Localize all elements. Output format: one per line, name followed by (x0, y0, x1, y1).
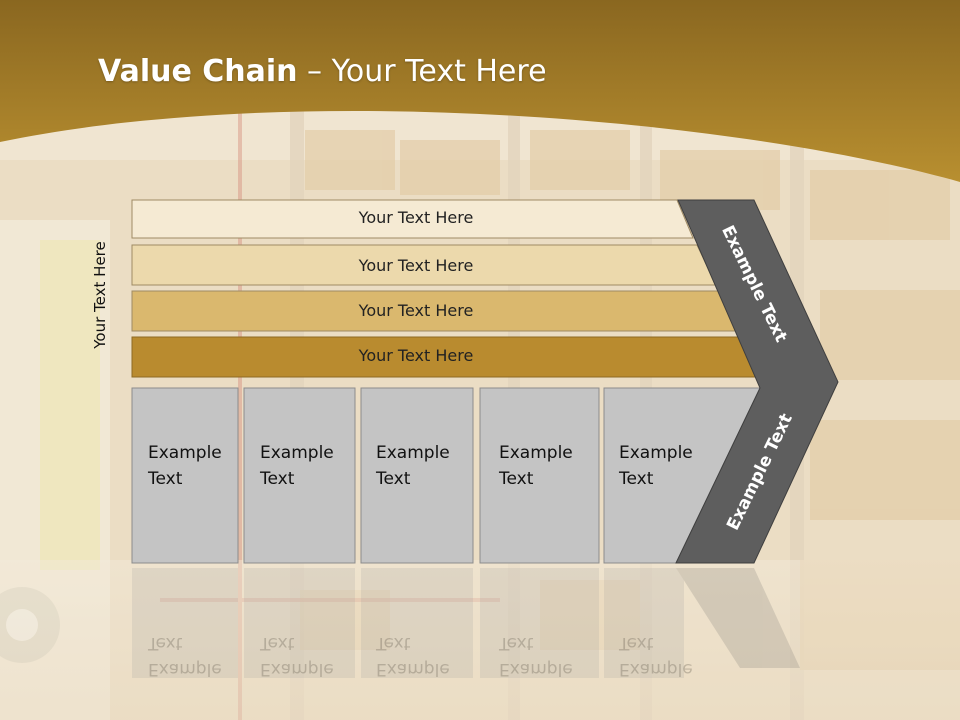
band-1-label: Your Text Here (358, 208, 474, 227)
arrowhead-chevron (675, 199, 839, 564)
vertical-label: Your Text Here (91, 241, 109, 349)
reflection (132, 568, 800, 678)
band-1 (131, 199, 694, 239)
box-1-line2: Text (148, 469, 183, 489)
box-2-line1: Example (260, 443, 334, 463)
box-1-label: Example Text (148, 440, 222, 492)
band-4-label: Your Text Here (358, 346, 474, 365)
box-4-line2: Text (499, 469, 534, 489)
box-5-line1: Example (619, 443, 693, 463)
box-4-label: Example Text (499, 440, 573, 492)
box-5-reflection-line1: Example (619, 659, 693, 679)
box-2-line2: Text (260, 469, 295, 489)
box-3-reflection: Example Text (376, 630, 450, 682)
box-4-line1: Example (499, 443, 573, 463)
slide-title: Value Chain – Your Text Here (98, 54, 547, 89)
band-2-label: Your Text Here (358, 256, 474, 275)
box-2-reflection-line1: Example (260, 659, 334, 679)
box-1 (131, 387, 239, 564)
box-3-line1: Example (376, 443, 450, 463)
box-4-reflection: Example Text (499, 630, 573, 682)
box-5-line2: Text (619, 469, 654, 489)
box-4-reflection-line1: Example (499, 659, 573, 679)
box-2-reflection-line2: Text (260, 633, 295, 653)
box-3 (360, 387, 474, 564)
box-1-line1: Example (148, 443, 222, 463)
box-1-reflection-line1: Example (148, 659, 222, 679)
box-1-reflection: Example Text (148, 630, 222, 682)
box-3-line2: Text (376, 469, 411, 489)
box-3-reflection-line1: Example (376, 659, 450, 679)
box-2 (243, 387, 356, 564)
box-2-label: Example Text (260, 440, 334, 492)
box-3-reflection-line2: Text (376, 633, 411, 653)
band-3-label: Your Text Here (358, 301, 474, 320)
box-4-reflection-line2: Text (499, 633, 534, 653)
title-rest: – Your Text Here (297, 54, 547, 89)
title-bold: Value Chain (98, 54, 298, 89)
box-5-reflection-line2: Text (619, 633, 654, 653)
box-5-reflection: Example Text (619, 630, 693, 682)
box-2-reflection: Example Text (260, 630, 334, 682)
box-3-label: Example Text (376, 440, 450, 492)
box-4 (479, 387, 600, 564)
box-5-label: Example Text (619, 440, 693, 492)
box-1-reflection-line2: Text (148, 633, 183, 653)
